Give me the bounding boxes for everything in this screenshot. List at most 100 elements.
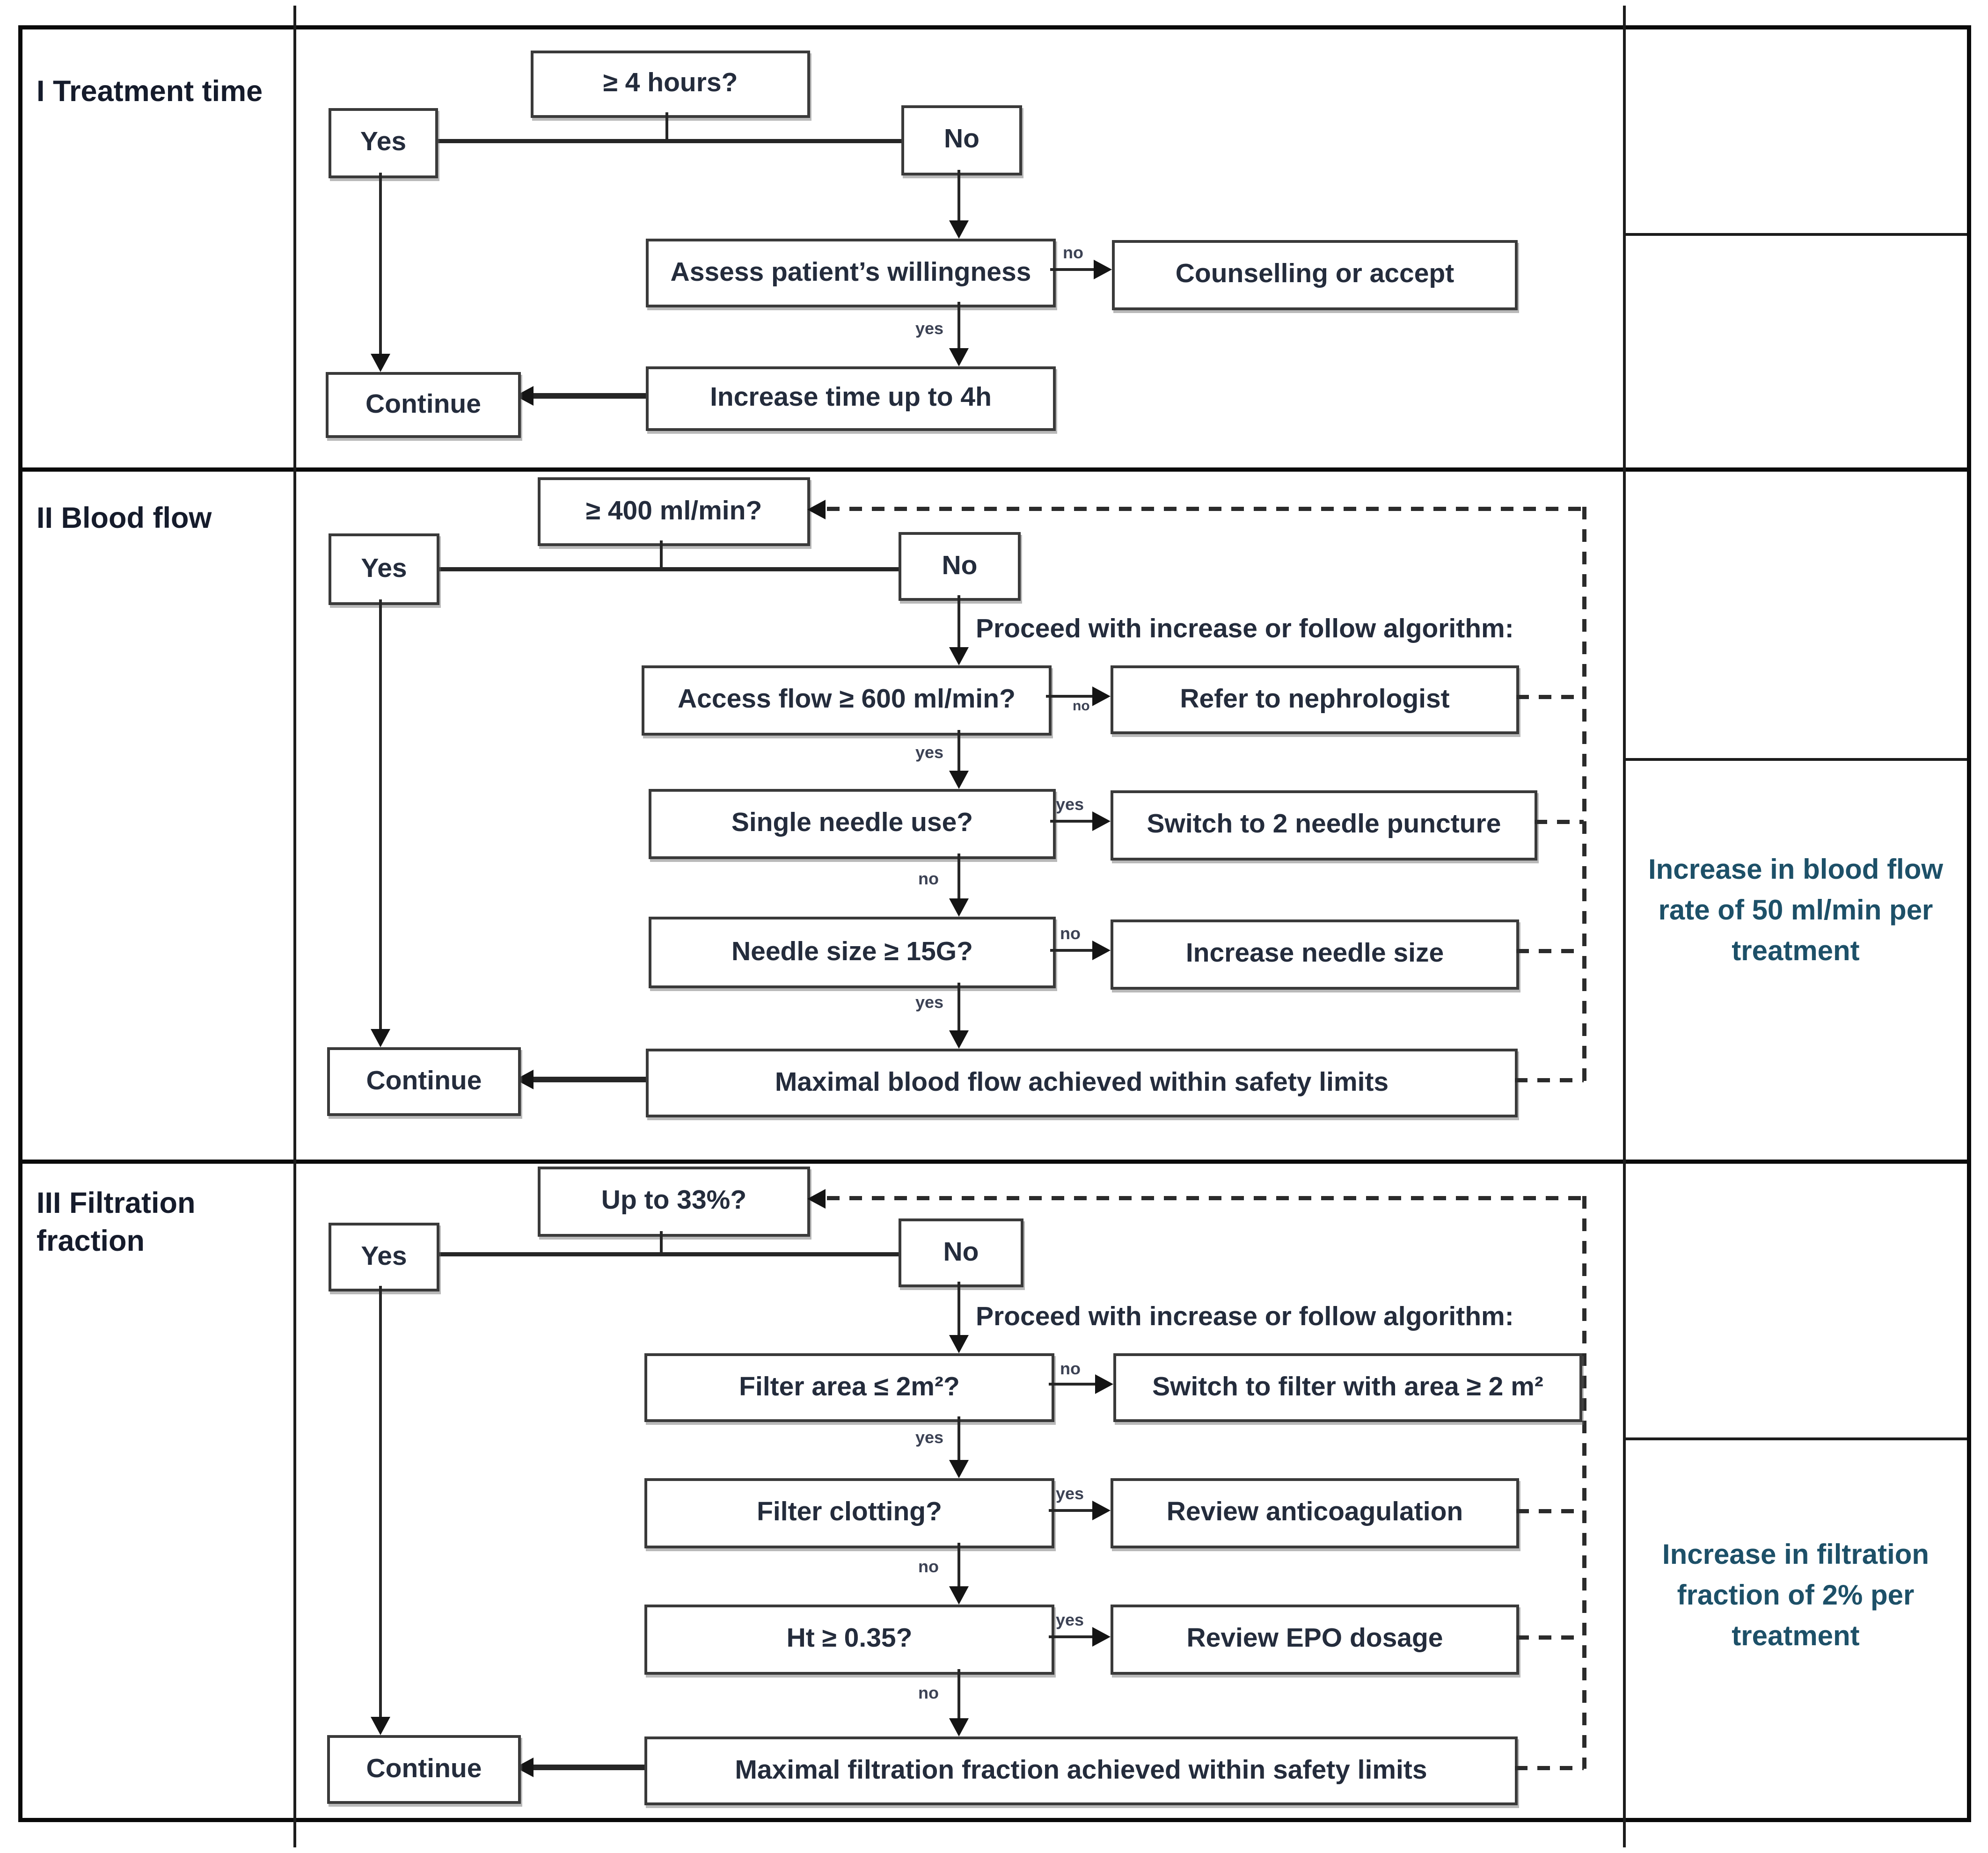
edge-label-yes: yes xyxy=(915,319,944,338)
arrow-no-to-access-flow xyxy=(957,595,960,649)
arrowhead-right-icon xyxy=(1092,1501,1111,1520)
connector xyxy=(660,540,663,569)
arrow-single-to-switch xyxy=(1050,820,1094,823)
column-divider-right xyxy=(1623,6,1626,1847)
connector xyxy=(660,1231,663,1254)
arrow-access-to-single xyxy=(957,730,960,772)
arrow-yes-to-continue-2 xyxy=(379,599,382,1030)
edge-label-no: no xyxy=(1060,924,1081,943)
notes-subdivider-1 xyxy=(1626,233,1967,236)
row-label-treatment-time: I Treatment time xyxy=(37,76,263,108)
arrow-maximal-to-continue-2 xyxy=(531,1077,646,1082)
node-continue-2: Continue xyxy=(327,1047,521,1116)
arrow-filter-to-clotting xyxy=(957,1416,960,1461)
arrow-needle-to-increase xyxy=(1050,949,1094,952)
connector xyxy=(665,112,668,140)
arrowhead-down-icon xyxy=(949,898,969,917)
node-increase-time: Increase time up to 4h xyxy=(646,366,1056,431)
arrowhead-right-icon xyxy=(1094,260,1112,279)
row-label-filtration-fraction: III Filtration fraction xyxy=(37,1188,196,1258)
edge-label-yes: yes xyxy=(1056,1484,1084,1503)
dashed-feedback-top-2 xyxy=(827,507,1585,511)
notes-subdivider-2 xyxy=(1626,758,1967,761)
node-continue-3: Continue xyxy=(327,1735,521,1804)
section-divider-1 xyxy=(18,467,1971,472)
proceed-text-3: Proceed with increase or follow algorith… xyxy=(976,1303,1514,1332)
edge-label-no: no xyxy=(1060,1359,1081,1379)
edge-label-no: no xyxy=(1063,243,1084,263)
arrowhead-down-icon xyxy=(949,1586,969,1605)
connector xyxy=(432,139,901,143)
node-access-flow: Access flow ≥ 600 ml/min? xyxy=(642,665,1052,736)
node-counselling-or-accept: Counselling or accept xyxy=(1112,240,1518,310)
arrow-needle-to-maximal xyxy=(957,983,960,1032)
node-switch-2-needle: Switch to 2 needle puncture xyxy=(1111,790,1537,861)
node-yes-2: Yes xyxy=(329,533,439,605)
edge-label-yes: yes xyxy=(915,992,944,1012)
note-blood-flow: Increase in blood flow rate of 50 ml/min… xyxy=(1648,855,1944,967)
arrowhead-left-icon xyxy=(807,500,826,519)
notes-subdivider-3 xyxy=(1626,1437,1967,1440)
arrowhead-right-icon xyxy=(1092,941,1111,960)
arrow-single-to-needle-size xyxy=(957,854,960,900)
arrow-assess-to-counselling xyxy=(1050,268,1095,271)
dashed-connector xyxy=(1516,1635,1584,1640)
node-yes-3: Yes xyxy=(329,1223,439,1291)
node-question-treatment-time: ≥ 4 hours? xyxy=(531,51,810,118)
arrow-assess-to-increase-time xyxy=(957,302,960,350)
arrowhead-down-icon xyxy=(949,1030,969,1049)
node-assess-willingness: Assess patient’s willingness xyxy=(646,239,1056,307)
node-filter-clotting: Filter clotting? xyxy=(644,1478,1054,1548)
arrow-increase-time-to-continue xyxy=(531,393,646,399)
arrow-access-to-refer xyxy=(1046,695,1094,698)
node-question-blood-flow: ≥ 400 ml/min? xyxy=(538,477,810,546)
section-divider-2 xyxy=(18,1160,1971,1164)
arrowhead-down-icon xyxy=(949,1335,969,1353)
dashed-connector xyxy=(1516,949,1584,953)
arrowhead-down-icon xyxy=(949,1718,969,1736)
node-review-epo: Review EPO dosage xyxy=(1111,1605,1519,1675)
table-border-left xyxy=(18,25,22,1822)
arrowhead-down-icon xyxy=(949,771,969,789)
node-maximal-blood-flow: Maximal blood flow achieved within safet… xyxy=(646,1049,1518,1117)
node-switch-filter: Switch to filter with area ≥ 2 m² xyxy=(1113,1353,1582,1422)
table-border-right xyxy=(1967,25,1971,1822)
edge-label-no: no xyxy=(918,1557,939,1576)
arrow-no-to-filter-area xyxy=(957,1282,960,1336)
node-increase-needle-size: Increase needle size xyxy=(1111,919,1519,990)
arrowhead-right-icon xyxy=(1092,686,1111,706)
arrowhead-down-icon xyxy=(371,354,390,372)
node-refer-nephrologist: Refer to nephrologist xyxy=(1111,665,1519,734)
dashed-connector xyxy=(1515,1766,1584,1770)
dashed-connector xyxy=(1515,1078,1584,1082)
arrow-clotting-to-review xyxy=(1049,1509,1094,1512)
arrowhead-down-icon xyxy=(949,220,969,239)
node-review-anticoagulation: Review anticoagulation xyxy=(1111,1478,1519,1548)
arrow-ht-to-maximal xyxy=(957,1669,960,1720)
arrowhead-down-icon xyxy=(371,1029,390,1047)
proceed-text-2: Proceed with increase or follow algorith… xyxy=(976,615,1514,644)
edge-label-no: no xyxy=(918,1683,939,1703)
node-yes-1: Yes xyxy=(329,108,438,178)
arrowhead-left-icon xyxy=(807,1189,826,1209)
arrowhead-right-icon xyxy=(1092,1627,1111,1647)
node-no-2: No xyxy=(899,532,1021,601)
dashed-connector xyxy=(1516,695,1584,699)
column-divider-left xyxy=(293,6,296,1847)
dashed-feedback-vertical-2 xyxy=(1582,507,1586,1082)
edge-label-yes: yes xyxy=(915,1428,944,1447)
node-question-filtration: Up to 33%? xyxy=(538,1167,810,1237)
node-ht: Ht ≥ 0.35? xyxy=(644,1605,1054,1675)
node-single-needle: Single needle use? xyxy=(649,789,1056,859)
edge-label-yes: yes xyxy=(1056,1610,1084,1630)
node-needle-size: Needle size ≥ 15G? xyxy=(649,917,1056,988)
node-no-3: No xyxy=(899,1218,1023,1287)
connector xyxy=(434,1252,899,1256)
arrowhead-down-icon xyxy=(371,1717,390,1735)
table-border-bottom xyxy=(18,1818,1971,1822)
arrowhead-right-icon xyxy=(1092,811,1111,831)
dashed-connector xyxy=(1516,1509,1584,1513)
arrowhead-down-icon xyxy=(949,1460,969,1478)
